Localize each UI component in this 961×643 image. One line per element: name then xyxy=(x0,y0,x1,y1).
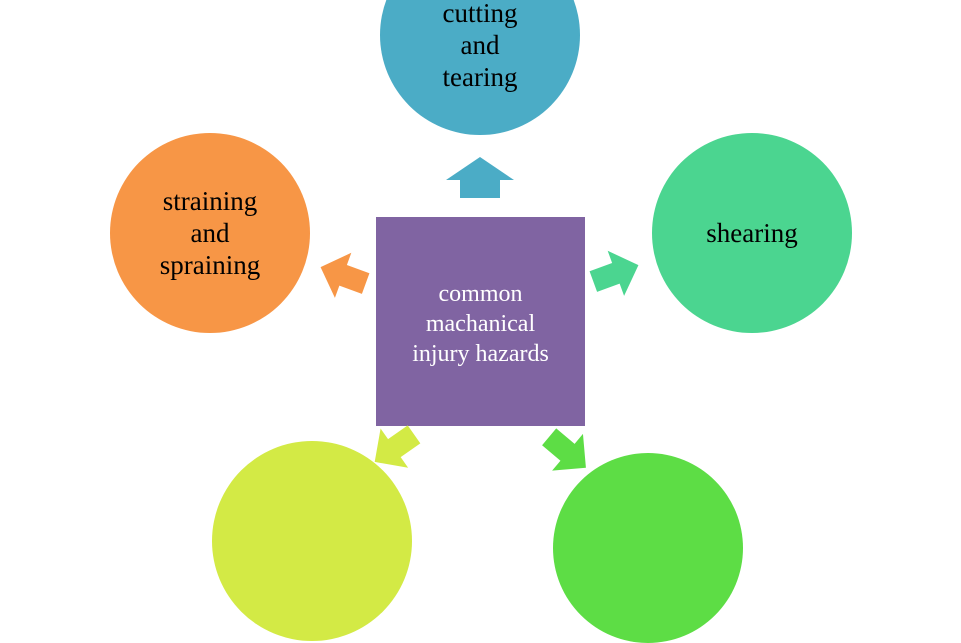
node-straining-and-spraining: straining and spraining xyxy=(110,133,310,333)
node-straining-and-spraining-label: straining and spraining xyxy=(159,186,261,280)
center-topic-label: common machanical injury hazards xyxy=(412,280,549,367)
arrow-to-shearing xyxy=(589,250,639,296)
arrow-up-to-cutting xyxy=(446,157,514,198)
arrow-to-bottom-left xyxy=(374,425,421,468)
node-shearing-label: shearing xyxy=(706,218,798,248)
node-shearing: shearing xyxy=(652,133,852,333)
hazards-cycle-diagram: cutting and tearing shearing straining a… xyxy=(110,0,852,643)
connector-arrows xyxy=(320,157,639,471)
node-cutting-and-tearing-label: cutting and tearing xyxy=(442,0,518,92)
arrow-to-bottom-right xyxy=(542,428,586,471)
center-topic-box: common machanical injury hazards xyxy=(376,217,585,426)
arrow-to-straining xyxy=(320,252,370,298)
